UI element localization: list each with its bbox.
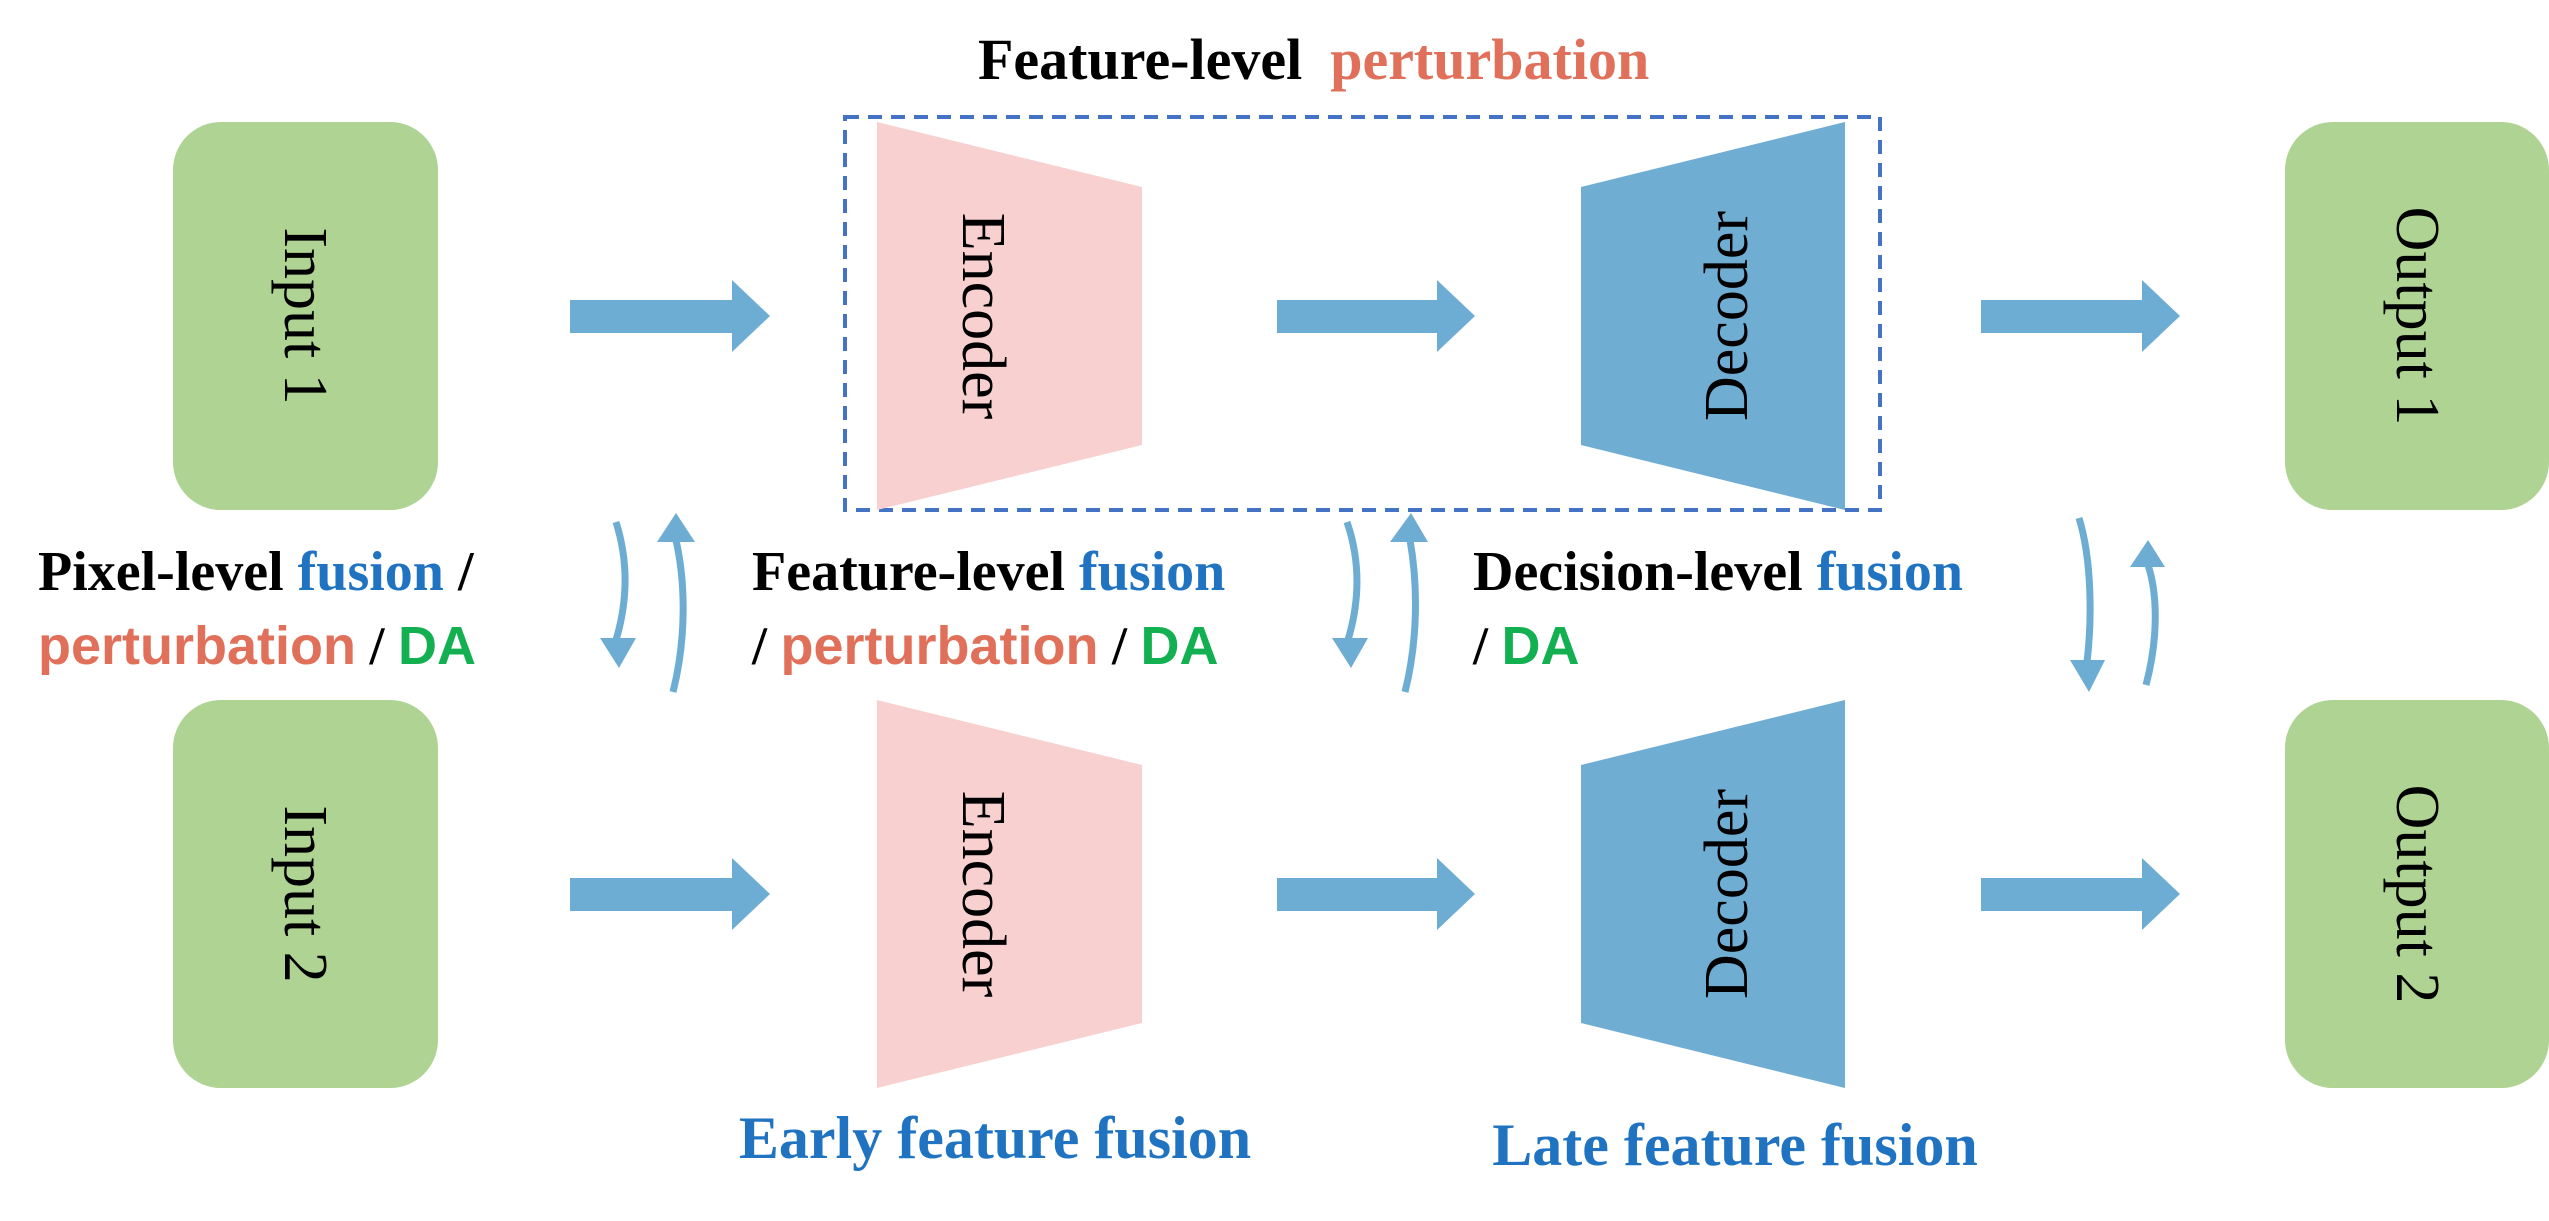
output-2-box — [2285, 700, 2549, 1088]
pixel-label-line2: perturbation / DA — [38, 616, 476, 676]
decision-label-line2: / DA — [1472, 616, 1580, 676]
feature-up-arrowhead — [1390, 513, 1428, 542]
decoder-bottom-shape — [1581, 700, 1845, 1088]
top-title-black: Feature-level — [978, 27, 1302, 92]
decoder-bottom-label: Decoder — [1693, 789, 1761, 999]
decoder-top-label: Decoder — [1693, 211, 1761, 421]
late-feature-fusion-caption: Late feature fusion — [1492, 1112, 1978, 1178]
arrow-encoder-decoder-top — [1277, 280, 1475, 352]
feature-label-line1: Feature-level fusion — [752, 541, 1225, 603]
pixel-up-arrowhead — [657, 513, 695, 542]
decision-label-line1: Decision-level fusion — [1473, 541, 1963, 603]
feature-down-arrowhead — [1332, 638, 1368, 668]
pixel-label-line1: Pixel-level fusion / — [38, 541, 475, 603]
pixel-down-arrow — [612, 520, 629, 642]
top-title: Feature-level perturbation — [978, 27, 1649, 92]
pixel-down-arrowhead — [600, 638, 636, 668]
arrow-input2-encoder — [570, 858, 770, 930]
decision-up-arrowhead — [2130, 540, 2165, 567]
decision-down-arrowhead — [2070, 660, 2105, 692]
arrow-decoder-output1 — [1981, 280, 2180, 352]
pixel-up-arrow — [669, 539, 687, 693]
output-1-label: Output 1 — [2383, 207, 2451, 426]
input-1-label: Input 1 — [271, 227, 339, 404]
output-2-label: Output 2 — [2383, 785, 2451, 1004]
arrow-encoder-decoder-bottom — [1277, 858, 1475, 930]
output-1-box — [2285, 122, 2549, 510]
decision-up-arrow — [2142, 563, 2159, 686]
feature-down-arrow — [1343, 520, 1361, 642]
input-2-box — [173, 700, 438, 1088]
encoder-top-shape — [877, 122, 1142, 510]
input-2-label: Input 2 — [271, 805, 339, 982]
feature-perturbation-dashed-box — [843, 115, 1882, 512]
input-1-box — [173, 122, 438, 510]
decision-down-arrow — [2075, 516, 2094, 663]
arrow-decoder-output2 — [1981, 858, 2180, 930]
encoder-bottom-shape — [877, 700, 1142, 1088]
decoder-top-shape — [1581, 122, 1845, 510]
early-feature-fusion-caption: Early feature fusion — [739, 1105, 1251, 1171]
encoder-bottom-label: Encoder — [949, 791, 1017, 998]
top-title-red: perturbation — [1330, 27, 1649, 92]
feature-up-arrow — [1401, 539, 1419, 693]
feature-label-line2: / perturbation / DA — [751, 616, 1219, 676]
encoder-top-label: Encoder — [949, 213, 1017, 420]
arrow-input1-encoder — [570, 280, 770, 352]
